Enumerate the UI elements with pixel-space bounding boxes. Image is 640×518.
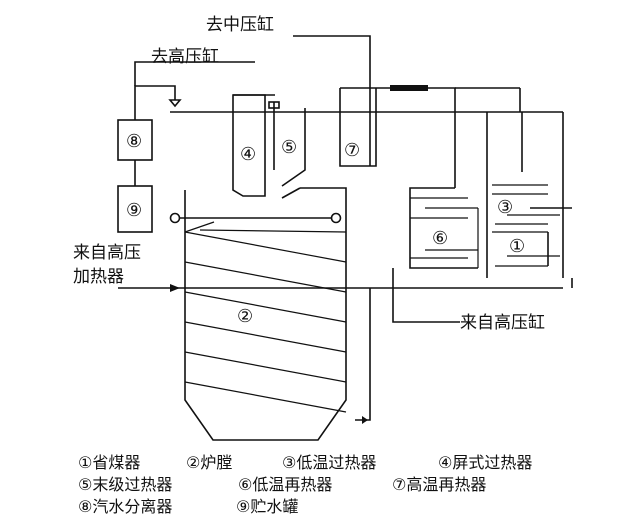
- water-storage-tank: [117, 185, 153, 233]
- reheater-connector: [390, 85, 456, 188]
- legend-item-1: ①省煤器: [78, 453, 140, 472]
- low-temp-superheater-label: ③: [497, 197, 513, 218]
- final-superheater: ⑤: [268, 101, 306, 187]
- high-temp-reheater: ⑦: [293, 35, 390, 167]
- downcomer: [355, 288, 371, 421]
- annotation-from-heater-1: 来自高压: [73, 243, 141, 263]
- legend-item-3: ③低温过热器: [282, 453, 376, 472]
- platen-superheater-label: ④: [240, 144, 256, 165]
- downcomer-arrow: [362, 416, 368, 424]
- legend-item-6: ⑥低温再热器: [238, 475, 332, 494]
- low-temp-reheater-label: ⑥: [432, 228, 448, 249]
- to-ip-pipe: [293, 35, 371, 166]
- to-hp-pipe: [134, 61, 255, 86]
- separator-top-pipe: [134, 85, 176, 120]
- from-hp-cyl-pipe: [392, 268, 460, 323]
- high-temp-reheater-label: ⑦: [344, 140, 360, 161]
- legend-item-4: ④屏式过热器: [438, 453, 532, 472]
- flow-arrow-down: [168, 99, 182, 108]
- furnace-label: ②: [237, 306, 253, 327]
- low-temp-reheater: ⑥: [392, 187, 479, 323]
- legend-item-2: ②炉膛: [186, 453, 232, 472]
- annotation-from-heater-2: 加热器: [73, 267, 124, 287]
- annotation-from-hp-cylinder: 来自高压缸: [460, 312, 545, 333]
- economizer: ①: [492, 231, 560, 267]
- legend: ①省煤器 ②炉膛 ③低温过热器 ④屏式过热器 ⑤末级过热器 ⑥低温再热器 ⑦高温…: [78, 453, 532, 516]
- legend-item-7: ⑦高温再热器: [392, 475, 486, 494]
- feedwater-line: [118, 278, 573, 292]
- legend-item-5: ⑤末级过热器: [78, 475, 172, 494]
- economizer-label: ①: [509, 236, 525, 257]
- annotation-to-hp: 去高压缸: [151, 46, 219, 67]
- connector-block: [390, 85, 428, 91]
- furnace-tubes: [184, 221, 347, 413]
- steam-water-separator: [117, 119, 153, 161]
- legend-item-8: ⑧汽水分离器: [78, 497, 172, 516]
- rear-pass: [455, 87, 564, 278]
- storage-tank-label: ⑨: [126, 200, 142, 221]
- legend-item-9: ⑨贮水罐: [236, 497, 298, 516]
- separator-label: ⑧: [126, 131, 142, 152]
- low-temp-superheater: ③: [492, 184, 572, 225]
- header-right-end: [330, 212, 342, 224]
- annotation-to-ip: 去中压缸: [206, 14, 274, 35]
- furnace: ②: [169, 187, 347, 441]
- feedwater-arrow: [170, 284, 180, 292]
- platen-superheater: ④: [232, 94, 275, 197]
- header-left-end: [169, 212, 181, 224]
- separator-system: ⑧ ⑨: [117, 85, 182, 233]
- final-superheater-label: ⑤: [281, 137, 297, 158]
